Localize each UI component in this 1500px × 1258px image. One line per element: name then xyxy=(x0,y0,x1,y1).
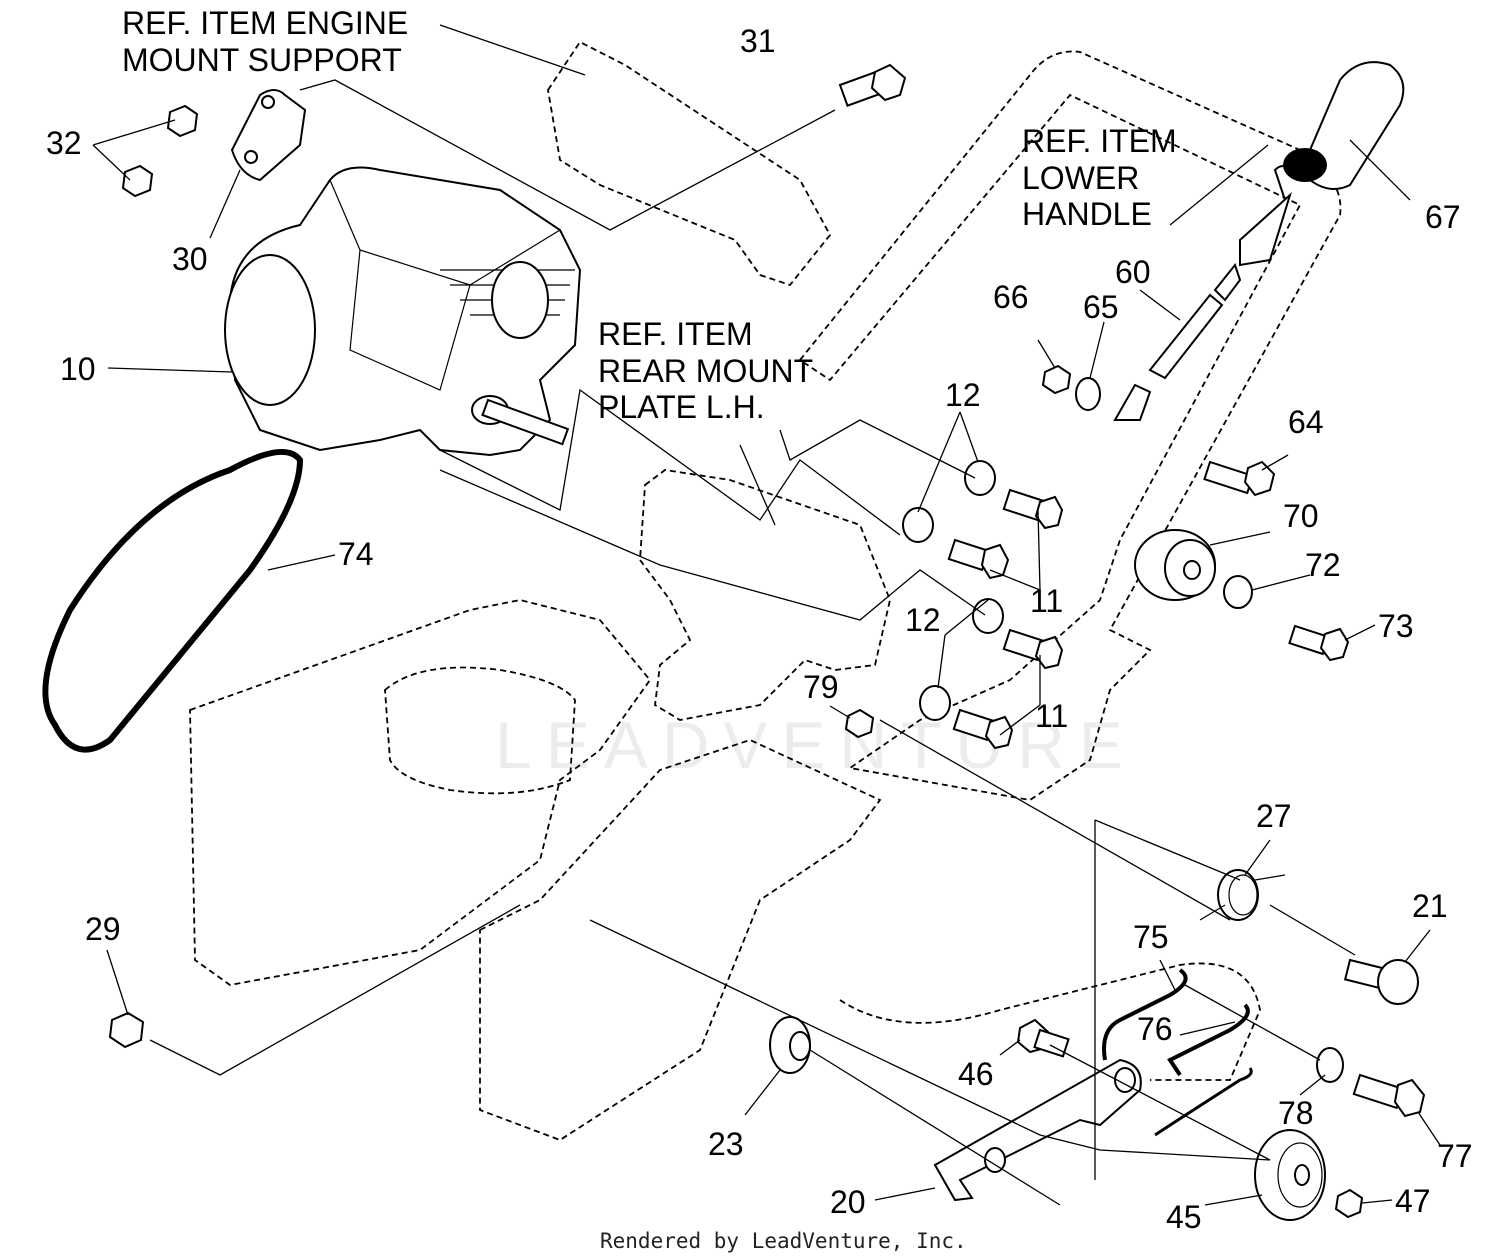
bolt-73 xyxy=(1288,624,1350,662)
ref-engine-mount-support: REF. ITEM ENGINE MOUNT SUPPORT xyxy=(122,5,417,78)
ref-lower-handle: REF. ITEM LOWER HANDLE xyxy=(1022,123,1186,232)
washer-12-lower-a xyxy=(972,598,1004,634)
callout-29: 29 xyxy=(85,911,121,947)
footer-credit: Rendered by LeadVenture, Inc. xyxy=(600,1229,967,1253)
belt xyxy=(42,449,304,753)
nut-29 xyxy=(108,1011,145,1049)
torsion-spring-27 xyxy=(1199,869,1286,921)
bolt-11-lower-a xyxy=(1002,628,1064,670)
callout-12-upper: 12 xyxy=(945,377,981,413)
handle-grip xyxy=(1283,61,1405,190)
washer-12-upper-a xyxy=(964,460,996,496)
rear-mount-plate-outline xyxy=(639,469,891,721)
bolt-11-upper-b xyxy=(947,538,1010,580)
callout-47: 47 xyxy=(1395,1183,1431,1219)
callout-45: 45 xyxy=(1166,1199,1202,1235)
chute-ring-outline xyxy=(384,666,576,795)
callout-67: 67 xyxy=(1425,199,1461,235)
callout-46: 46 xyxy=(958,1056,994,1092)
link-75 xyxy=(1102,968,1188,1061)
washer-78 xyxy=(1316,1047,1344,1083)
spacer-23 xyxy=(769,1016,811,1074)
washer-65 xyxy=(1075,377,1101,411)
control-cable xyxy=(1113,165,1296,421)
bolt-31 xyxy=(838,63,907,107)
bolt-77 xyxy=(1352,1073,1426,1118)
callout-23: 23 xyxy=(708,1126,744,1162)
nut-32a xyxy=(166,104,199,138)
link-76 xyxy=(1167,1003,1250,1077)
ref-rear-mount-plate: REF. ITEM REAR MOUNT PLATE L.H. xyxy=(598,316,821,425)
nut-79 xyxy=(844,708,875,739)
callout-12-lower: 12 xyxy=(905,602,941,638)
watermark-text: LEADVENTURE xyxy=(495,708,1137,782)
carriage-bolt-21 xyxy=(1343,958,1419,1005)
nut-66 xyxy=(1041,364,1072,395)
callout-60: 60 xyxy=(1115,254,1151,290)
callout-21: 21 xyxy=(1412,888,1448,924)
engine xyxy=(224,166,582,457)
callout-73: 73 xyxy=(1378,608,1414,644)
callout-65: 65 xyxy=(1083,289,1119,325)
engine-mount-support-outline xyxy=(547,40,832,287)
pulley-70 xyxy=(1134,529,1216,601)
callout-32: 32 xyxy=(46,125,82,161)
callout-72: 72 xyxy=(1305,547,1341,583)
frame-lower-outline xyxy=(839,962,1261,1081)
callout-78: 78 xyxy=(1278,1095,1314,1131)
callout-11-upper: 11 xyxy=(1030,583,1063,619)
washer-72 xyxy=(1223,575,1253,609)
washer-12-lower-b xyxy=(919,685,951,721)
callout-76: 76 xyxy=(1137,1011,1173,1047)
callout-27: 27 xyxy=(1256,798,1292,834)
nut-47 xyxy=(1334,1188,1364,1219)
callout-74: 74 xyxy=(338,536,374,572)
callout-10: 10 xyxy=(60,351,96,387)
leader-lines xyxy=(92,24,1441,1206)
callout-77: 77 xyxy=(1437,1138,1473,1174)
bolt-64 xyxy=(1203,460,1276,497)
callout-66: 66 xyxy=(993,279,1029,315)
auger-housing-outline xyxy=(189,599,652,986)
callout-30: 30 xyxy=(172,241,208,277)
callout-31: 31 xyxy=(740,23,776,59)
callout-11-lower: 11 xyxy=(1035,698,1068,734)
callout-64: 64 xyxy=(1288,404,1324,440)
side-plate-outline xyxy=(479,739,882,1142)
bolt-11-upper-a xyxy=(1002,488,1064,530)
callout-70: 70 xyxy=(1283,498,1319,534)
callout-79: 79 xyxy=(803,669,839,705)
callout-75: 75 xyxy=(1133,919,1169,955)
callout-20: 20 xyxy=(830,1184,866,1220)
bolt-11-lower-b xyxy=(952,708,1014,750)
nut-32b xyxy=(121,164,154,198)
washer-12-upper-b xyxy=(902,507,934,543)
idler-pulley-45 xyxy=(1254,1129,1326,1221)
